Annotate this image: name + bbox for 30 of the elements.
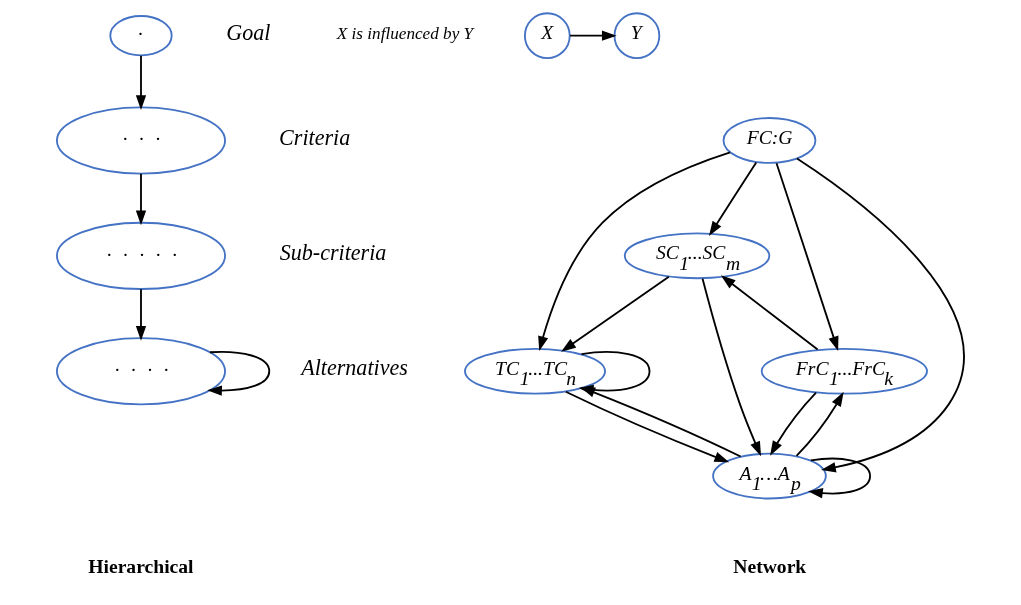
node-ellipse: · · ·: [56, 106, 226, 175]
arrow: [135, 288, 147, 341]
arrow: [720, 275, 819, 351]
arrow: [775, 162, 839, 352]
arrow: [808, 457, 871, 499]
node-ellipse: FC:G: [722, 117, 817, 164]
node-label: Alternatives: [301, 355, 408, 381]
arrow: [135, 172, 147, 226]
arrow: [561, 275, 670, 352]
node-circle: X: [523, 12, 571, 59]
arrow: [709, 161, 758, 236]
arrow: [796, 157, 965, 473]
node-circle: Y: [613, 12, 661, 59]
label: Network: [733, 556, 807, 578]
label: X is influenced by Y: [336, 23, 474, 43]
arrow: [538, 151, 731, 352]
arrow: [770, 391, 817, 456]
label: Hierarchical: [88, 556, 194, 578]
arrow: [580, 387, 742, 458]
node-ellipse: · · · · ·: [56, 221, 226, 290]
arrow: [795, 391, 844, 457]
arrow: [135, 54, 147, 111]
node-label: Goal: [226, 19, 271, 45]
node-label: Criteria: [279, 124, 351, 150]
arrow: [564, 390, 730, 463]
arrow: [207, 351, 271, 396]
arrow: [701, 277, 762, 457]
node-label: Sub-criteria: [279, 240, 387, 266]
arrow: [569, 30, 617, 41]
node-ellipse: ·: [109, 15, 173, 57]
